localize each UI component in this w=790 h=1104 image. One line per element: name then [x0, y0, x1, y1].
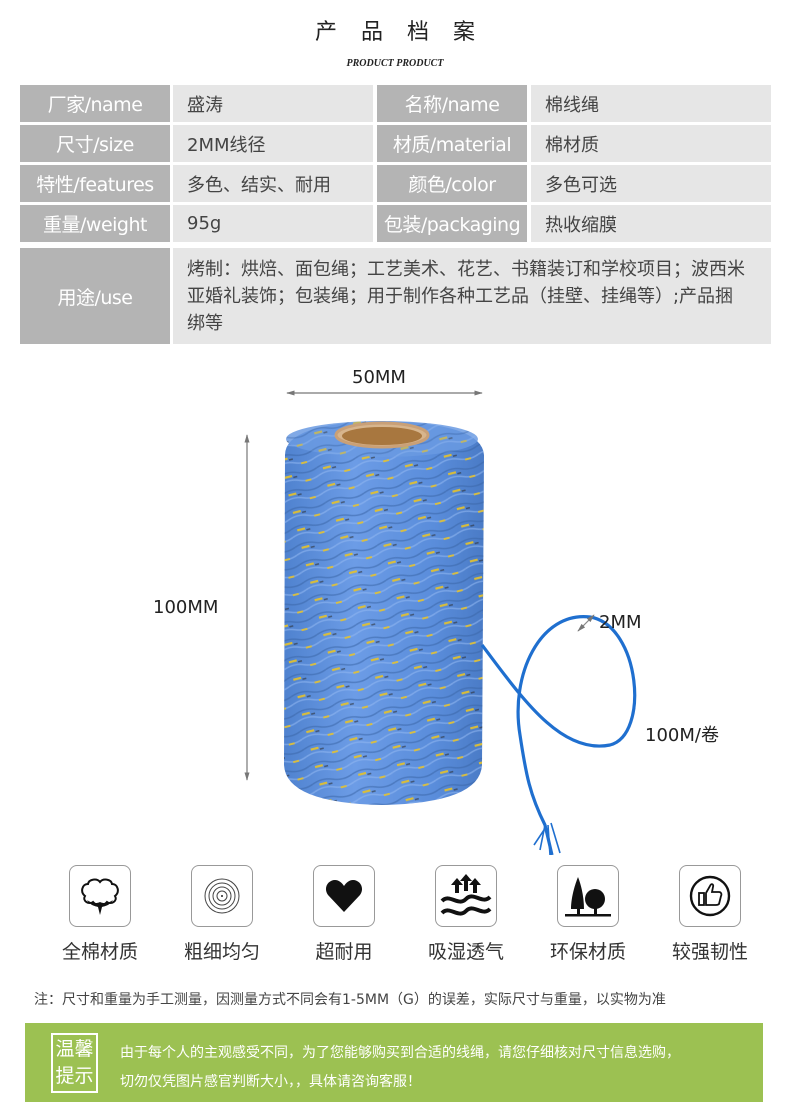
feature-label: 粗细均匀 — [183, 941, 260, 963]
feature-label: 环保材质 — [549, 941, 626, 963]
feature-label: 超耐用 — [315, 941, 373, 963]
feature-item-tough: 较强韧性 — [650, 865, 770, 964]
twine-spool-illustration — [244, 390, 637, 856]
product-image: 50MM 100MM 2MM 100M/卷 — [0, 355, 790, 856]
spec-label-manufacturer: 厂家/name — [20, 85, 170, 122]
tip-text-line2: 切勿仅凭图片感官判断大小，，具体请咨询客服！ — [120, 1074, 421, 1090]
spec-value-size: 2MM线径 — [173, 125, 373, 162]
spec-label-use: 用途/use — [20, 248, 170, 344]
spec-label-material: 材质/material — [377, 125, 527, 162]
feature-item-uniform: 粗细均匀 — [162, 865, 282, 964]
thickness-dimension-label: 2MM — [599, 612, 642, 633]
spec-value-manufacturer: 盛涛 — [173, 85, 373, 122]
feature-item-durable: 超耐用 — [284, 865, 404, 964]
spec-value-material: 棉材质 — [531, 125, 771, 162]
moisture-wave-icon — [435, 865, 497, 927]
spec-label-color: 颜色/color — [377, 165, 527, 202]
feature-item-breathable: 吸湿透气 — [406, 865, 526, 964]
page-header: 产品档案 PRODUCT PRODUCT — [0, 14, 790, 69]
measurement-note: 注：尺寸和重量为手工测量，因测量方式不同会有1-5MM（G）的误差，实际尺寸与重… — [34, 992, 666, 1008]
tree-icon — [557, 865, 619, 927]
feature-item-cotton: 全棉材质 — [40, 865, 160, 964]
spec-value-color: 多色可选 — [531, 165, 771, 202]
spec-label-packaging: 包装/packaging — [377, 205, 527, 242]
spec-table: 厂家/name 盛涛 名称/name 棉线绳 尺寸/size 2MM线径 材质/… — [20, 85, 771, 344]
tip-text-line1: 由于每个人的主观感受不同，为了您能够购买到合适的线绳，请您仔细核对尺寸信息选购， — [120, 1045, 680, 1061]
table-row: 尺寸/size 2MM线径 材质/material 棉材质 — [20, 125, 771, 162]
heart-icon — [313, 865, 375, 927]
spec-label-size: 尺寸/size — [20, 125, 170, 162]
table-row: 用途/use 烤制：烘焙、面包绳；工艺美术、花艺、书籍装订和学校项目；波西米亚婚… — [20, 248, 771, 344]
feature-label: 全棉材质 — [61, 941, 138, 963]
page-title: 产品档案 — [314, 20, 499, 45]
spec-value-weight: 95g — [173, 205, 373, 242]
spec-value-features: 多色、结实、耐用 — [173, 165, 373, 202]
height-dimension-label: 100MM — [153, 597, 219, 618]
spec-label-name: 名称/name — [377, 85, 527, 122]
width-dimension-label: 50MM — [352, 367, 406, 388]
length-label: 100M/卷 — [645, 725, 719, 746]
feature-list: 全棉材质 粗细均匀 超耐用 — [40, 865, 770, 964]
cotton-icon — [69, 865, 131, 927]
thumbs-up-icon — [679, 865, 741, 927]
tip-badge-line1: 温馨 — [55, 1038, 94, 1060]
tip-badge: 温馨 提示 — [51, 1033, 98, 1093]
spec-value-use: 烤制：烘焙、面包绳；工艺美术、花艺、书籍装订和学校项目；波西米亚婚礼装饰；包装绳… — [173, 248, 771, 344]
table-row: 重量/weight 95g 包装/packaging 热收缩膜 — [20, 205, 771, 242]
feature-label: 较强韧性 — [671, 941, 748, 963]
table-row: 厂家/name 盛涛 名称/name 棉线绳 — [20, 85, 771, 122]
concentric-circles-icon — [191, 865, 253, 927]
page-subtitle: PRODUCT PRODUCT — [346, 58, 444, 69]
feature-item-eco: 环保材质 — [528, 865, 648, 964]
spec-label-weight: 重量/weight — [20, 205, 170, 242]
spec-label-features: 特性/features — [20, 165, 170, 202]
tip-badge-line2: 提示 — [55, 1065, 94, 1087]
spec-value-name: 棉线绳 — [531, 85, 771, 122]
spec-value-packaging: 热收缩膜 — [531, 205, 771, 242]
tip-banner: 温馨 提示 由于每个人的主观感受不同，为了您能够购买到合适的线绳，请您仔细核对尺… — [25, 1023, 763, 1102]
tip-text: 由于每个人的主观感受不同，为了您能够购买到合适的线绳，请您仔细核对尺寸信息选购，… — [120, 1039, 680, 1097]
feature-label: 吸湿透气 — [427, 941, 504, 963]
table-row: 特性/features 多色、结实、耐用 颜色/color 多色可选 — [20, 165, 771, 202]
